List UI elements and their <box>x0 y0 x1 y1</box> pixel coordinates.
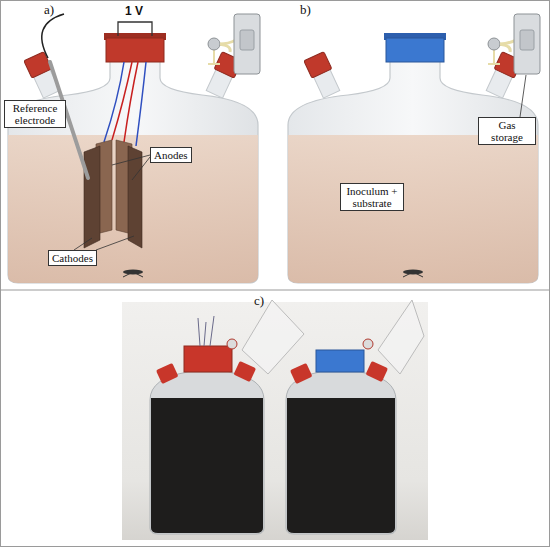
cathode-plate <box>128 146 142 248</box>
callout-box: Gas storage <box>478 117 536 145</box>
panel-letter: c) <box>254 294 264 308</box>
callout-text: Anodes <box>154 149 188 161</box>
anode-wire <box>124 62 138 142</box>
leader-line <box>96 236 134 250</box>
panel-letter: a) <box>44 3 54 17</box>
center-cap <box>386 38 444 62</box>
callout-text: Inoculum + substrate <box>344 185 400 209</box>
anode-wire <box>112 62 132 140</box>
callout-box: Cathodes <box>48 250 97 266</box>
center-cap <box>106 38 164 62</box>
callout-box: Reference electrode <box>4 100 66 128</box>
callout-box: Inoculum + substrate <box>340 183 404 211</box>
callout-text: Gas storage <box>482 119 532 143</box>
callout-text: Cathodes <box>52 252 93 264</box>
leader-line <box>112 155 150 165</box>
leader-line <box>520 75 526 117</box>
power-wire <box>118 22 152 36</box>
panel-letter: b) <box>300 3 311 17</box>
cathode-wire <box>104 62 124 142</box>
voltage-label: 1 V <box>125 4 143 18</box>
callout-box: Anodes <box>150 147 192 163</box>
bottle-a <box>8 14 260 283</box>
bottle-b <box>288 14 540 283</box>
leader-line <box>74 238 92 250</box>
photo-bottle-left <box>150 300 304 534</box>
cathode-wire <box>136 62 146 146</box>
callout-text: Reference electrode <box>8 102 62 126</box>
panel-divider <box>0 290 550 291</box>
leader-line <box>132 157 150 180</box>
reference-cable <box>42 14 64 58</box>
photo-bottle-right <box>286 300 424 534</box>
cathode-plate <box>84 146 100 248</box>
